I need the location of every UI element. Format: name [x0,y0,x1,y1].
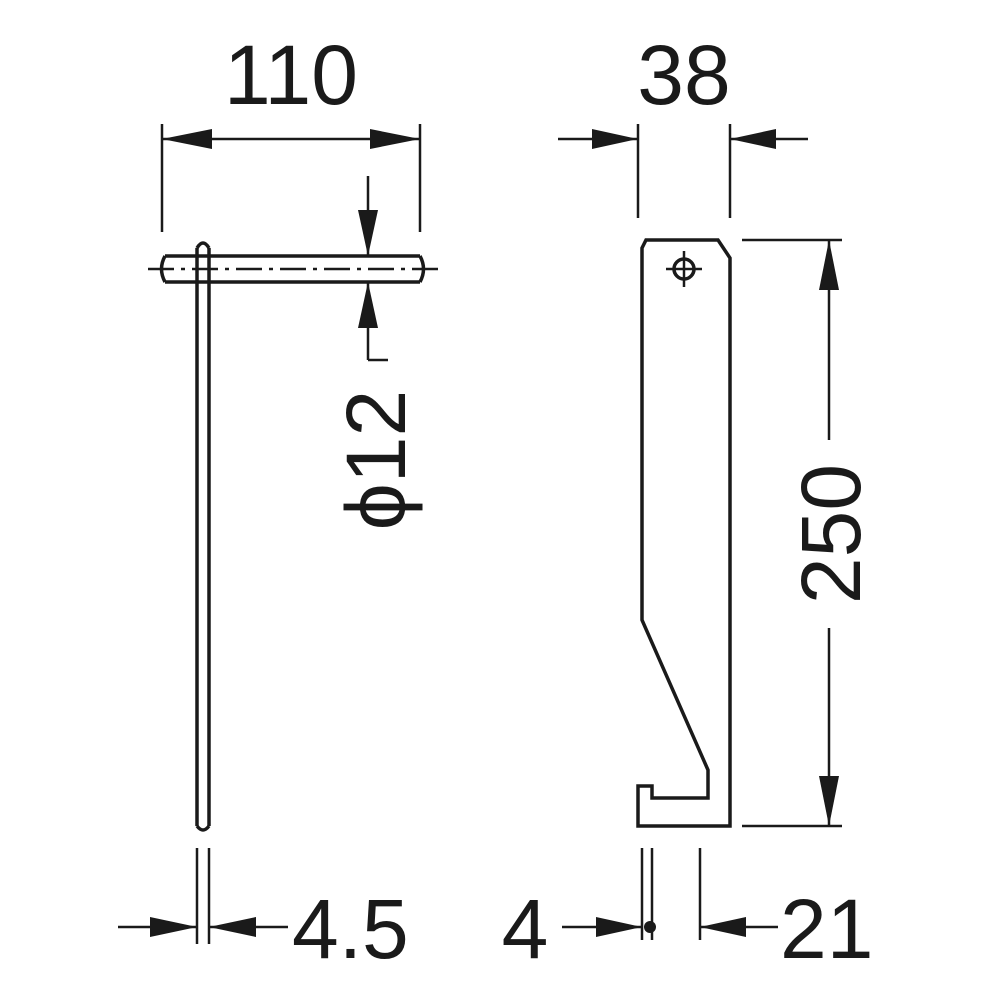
arrowhead-left [162,129,212,149]
dimension-label-250: 250 [784,464,878,604]
dimension-4-5: 4.5 [118,848,409,976]
dimension-label-38: 38 [637,28,730,122]
dimension-110: 110 [160,28,422,232]
pin-shape [148,254,438,284]
dimension-label-4-5: 4.5 [292,882,409,976]
dimension-label-4: 4 [502,882,549,976]
dimension-250: 250 [742,238,878,828]
arrowhead-right [150,917,197,937]
dimension-dot [644,921,656,933]
arrowhead-right [592,129,638,149]
arrowhead-up [819,240,839,290]
dimension-label-21: 21 [780,882,873,976]
arrowhead-up [358,282,378,328]
arrowhead-left [730,129,776,149]
rod-shape [195,241,211,832]
arrowhead-left [209,917,256,937]
arrowhead-right [370,129,420,149]
arrowhead-down [358,210,378,256]
front-view: 110 ϕ12 4.5 [118,28,438,976]
arrowhead-down [819,776,839,826]
dimension-38: 38 [558,28,808,218]
side-view: 38 250 4 21 [502,28,878,976]
dimension-21: 21 [698,848,873,976]
arrowhead-right [596,917,642,937]
dimension-label-diameter-12: ϕ12 [329,390,423,530]
dimension-4: 4 [502,848,656,976]
arrowhead-left [700,917,746,937]
dimension-label-110: 110 [224,28,358,122]
bracket-shape [636,238,732,828]
hole-symbol [666,251,702,287]
dimension-diameter-12: ϕ12 [329,176,423,530]
